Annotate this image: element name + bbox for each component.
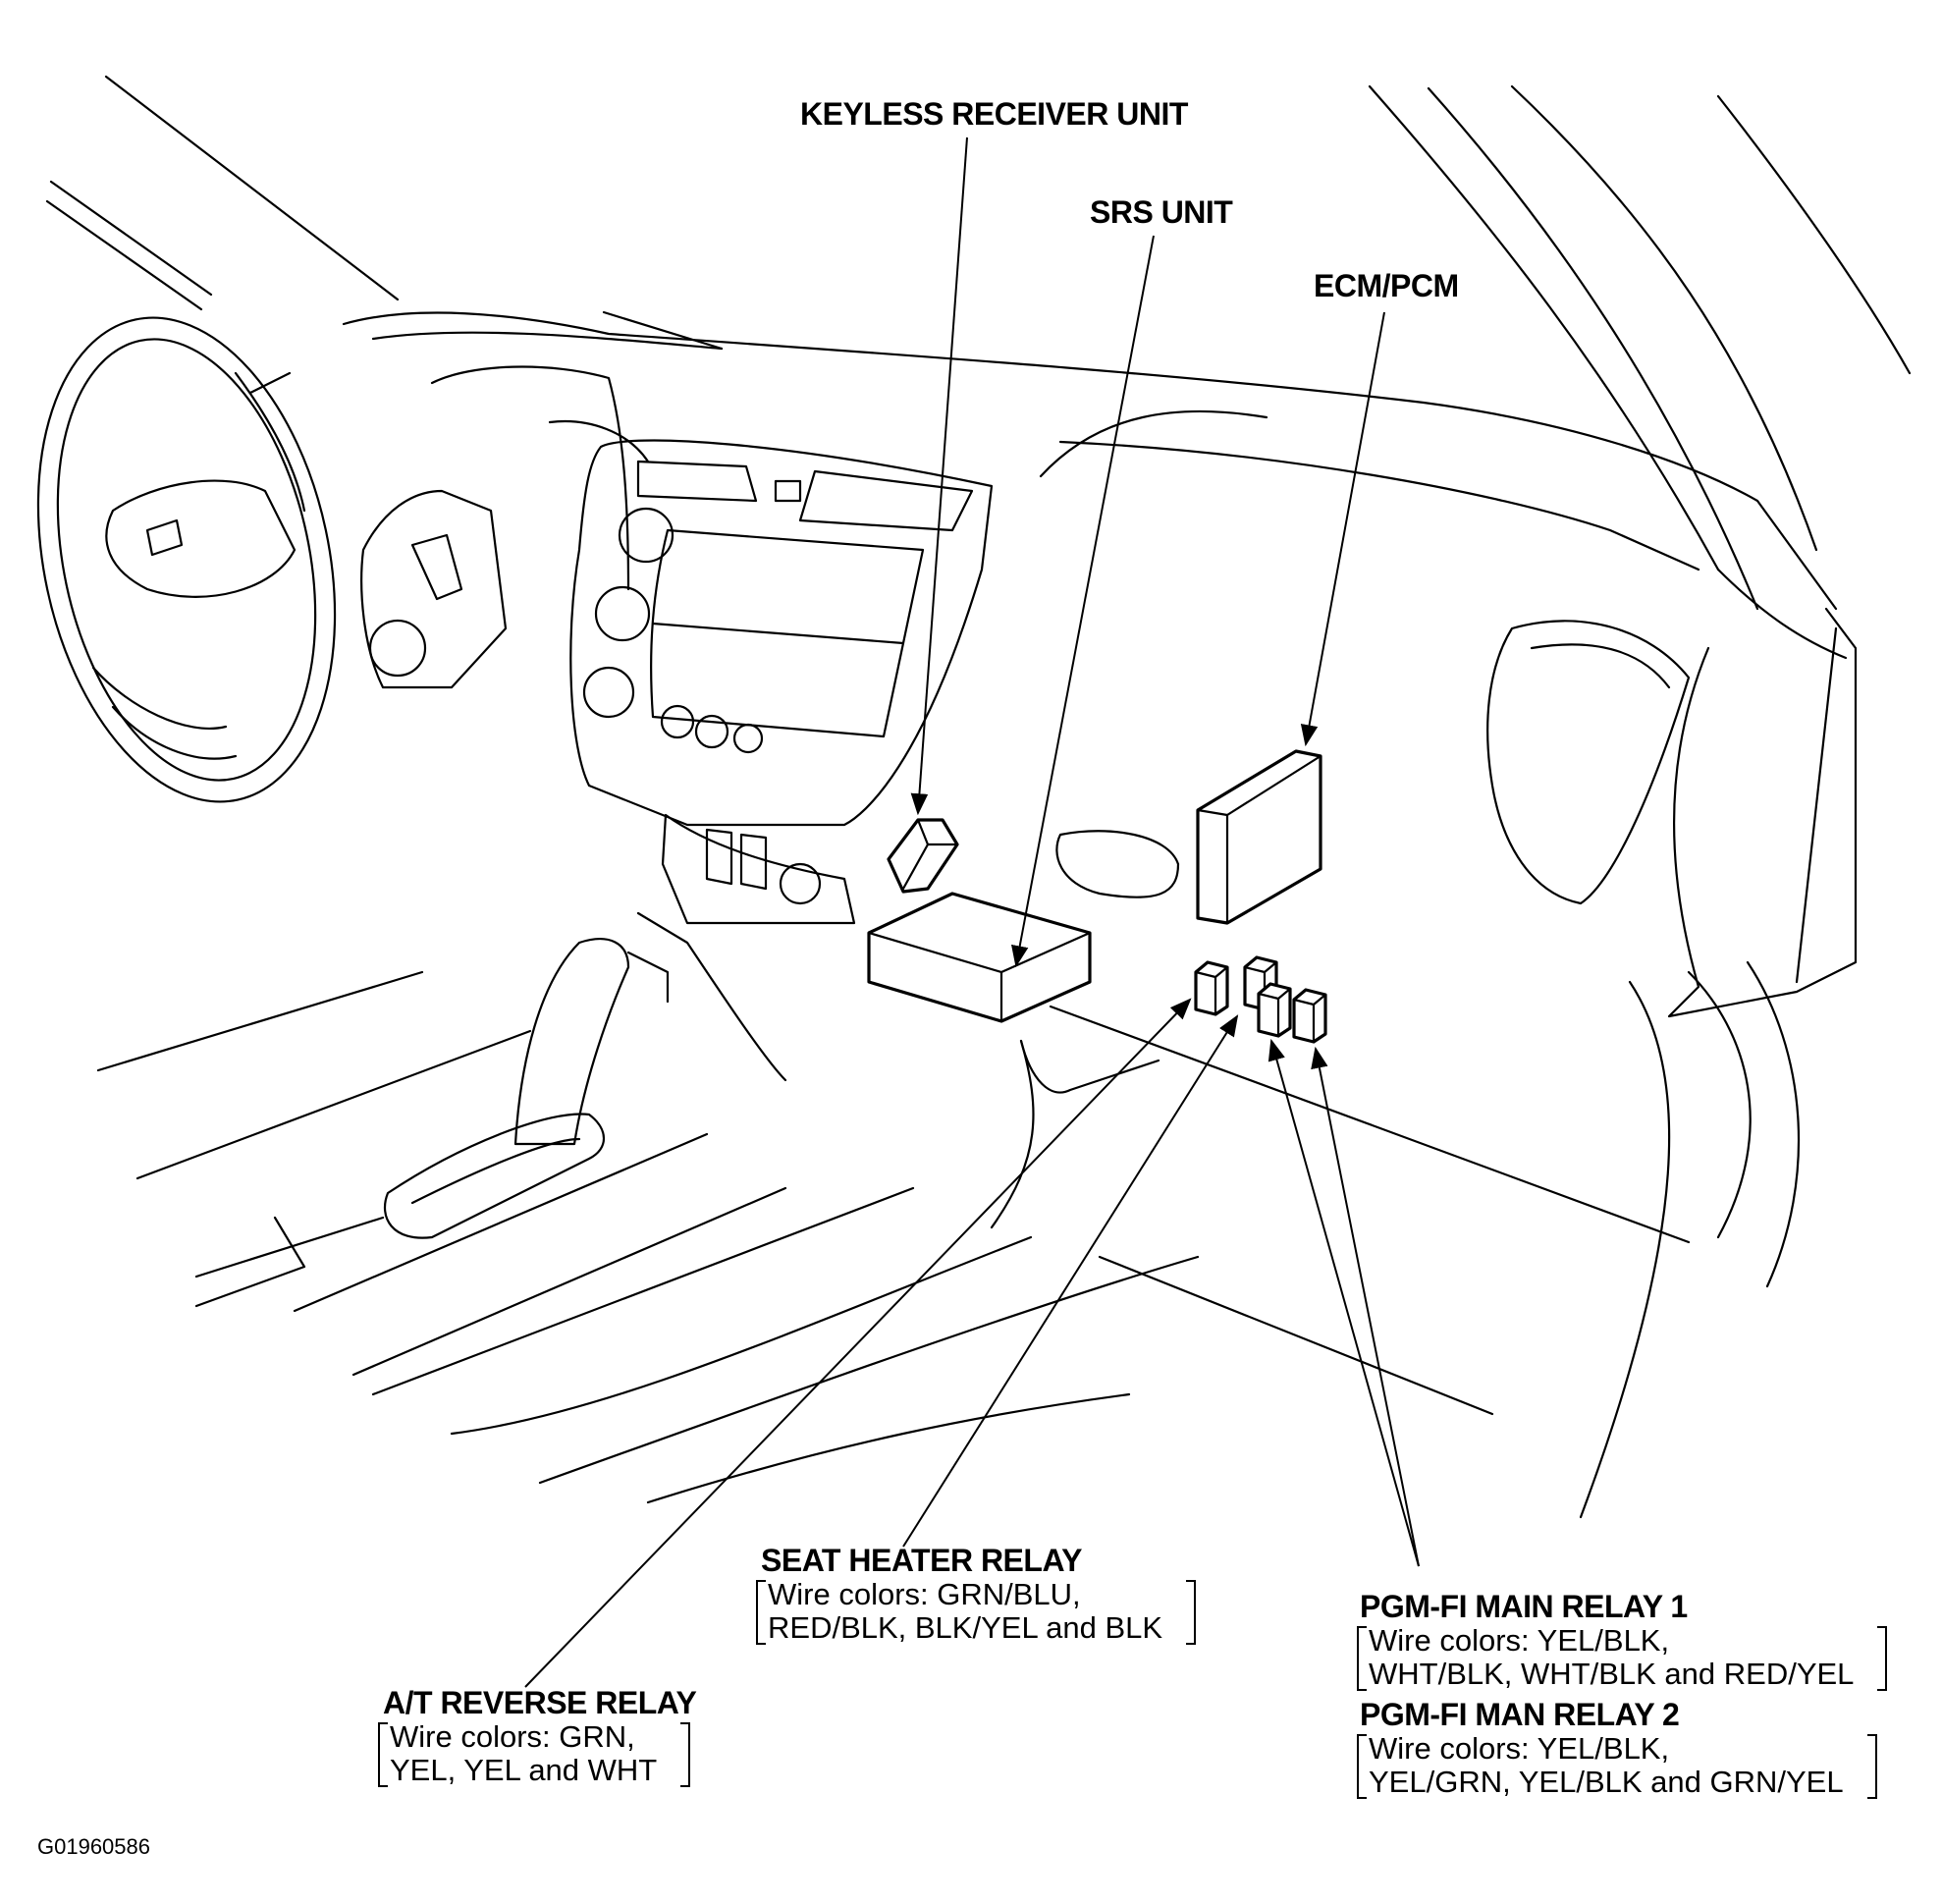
center-stack <box>360 365 1180 925</box>
seat-heater-relay-wire-colors: Wire colors: GRN/BLU, RED/BLK, BLK/YEL a… <box>756 1577 1197 1645</box>
pgm-fi-main-relay-1-wire-line-1: Wire colors: YEL/BLK, <box>1369 1623 1670 1658</box>
keyless-receiver-unit-label: KEYLESS RECEIVER UNIT <box>800 96 1188 132</box>
relay-block <box>1194 955 1327 1044</box>
seat-heater-relay-title: SEAT HEATER RELAY <box>761 1543 1082 1578</box>
srs-unit-shape <box>867 892 1092 1023</box>
pgm-fi-main-relay-2-title: PGM-FI MAN RELAY 2 <box>1360 1697 1680 1732</box>
pgm-fi-main-relay-2-wire-line-1: Wire colors: YEL/BLK, <box>1369 1731 1670 1766</box>
center-console <box>96 911 1494 1504</box>
windshield-lines <box>45 75 1912 660</box>
ecm-pcm-label: ECM/PCM <box>1314 268 1459 303</box>
keyless-receiver-unit-shape <box>887 818 959 894</box>
leader-lines <box>524 136 1420 1688</box>
pgm-fi-main-relay-1-title: PGM-FI MAIN RELAY 1 <box>1360 1589 1688 1624</box>
figure-id: G01960586 <box>37 1834 150 1859</box>
at-reverse-relay-wire-line-2: YEL, YEL and WHT <box>390 1753 658 1787</box>
pgm-fi-main-relay-2-wire-line-2: YEL/GRN, YEL/BLK and GRN/YEL <box>1369 1765 1844 1799</box>
ecm-pcm-shape <box>1196 749 1322 925</box>
pgm-fi-main-relay-1-wire-colors: Wire colors: YEL/BLK, WHT/BLK, WHT/BLK a… <box>1357 1623 1888 1691</box>
seat-heater-relay-wire-line-2: RED/BLK, BLK/YEL and BLK <box>768 1610 1163 1645</box>
at-reverse-relay-wire-line-1: Wire colors: GRN, <box>390 1719 635 1754</box>
pgm-fi-main-relay-2-wire-colors: Wire colors: YEL/BLK, YEL/GRN, YEL/BLK a… <box>1357 1732 1877 1799</box>
at-reverse-relay-wire-colors: Wire colors: GRN, YEL, YEL and WHT <box>378 1719 691 1787</box>
pgm-fi-main-relay-1-wire-line-2: WHT/BLK, WHT/BLK and RED/YEL <box>1369 1657 1855 1691</box>
steering-wheel <box>36 316 337 803</box>
at-reverse-relay-title: A/T REVERSE RELAY <box>383 1685 697 1720</box>
seat-heater-relay-wire-line-1: Wire colors: GRN/BLU, <box>768 1577 1081 1611</box>
dashboard-panel <box>342 310 1858 1519</box>
srs-unit-label: SRS UNIT <box>1090 194 1233 230</box>
